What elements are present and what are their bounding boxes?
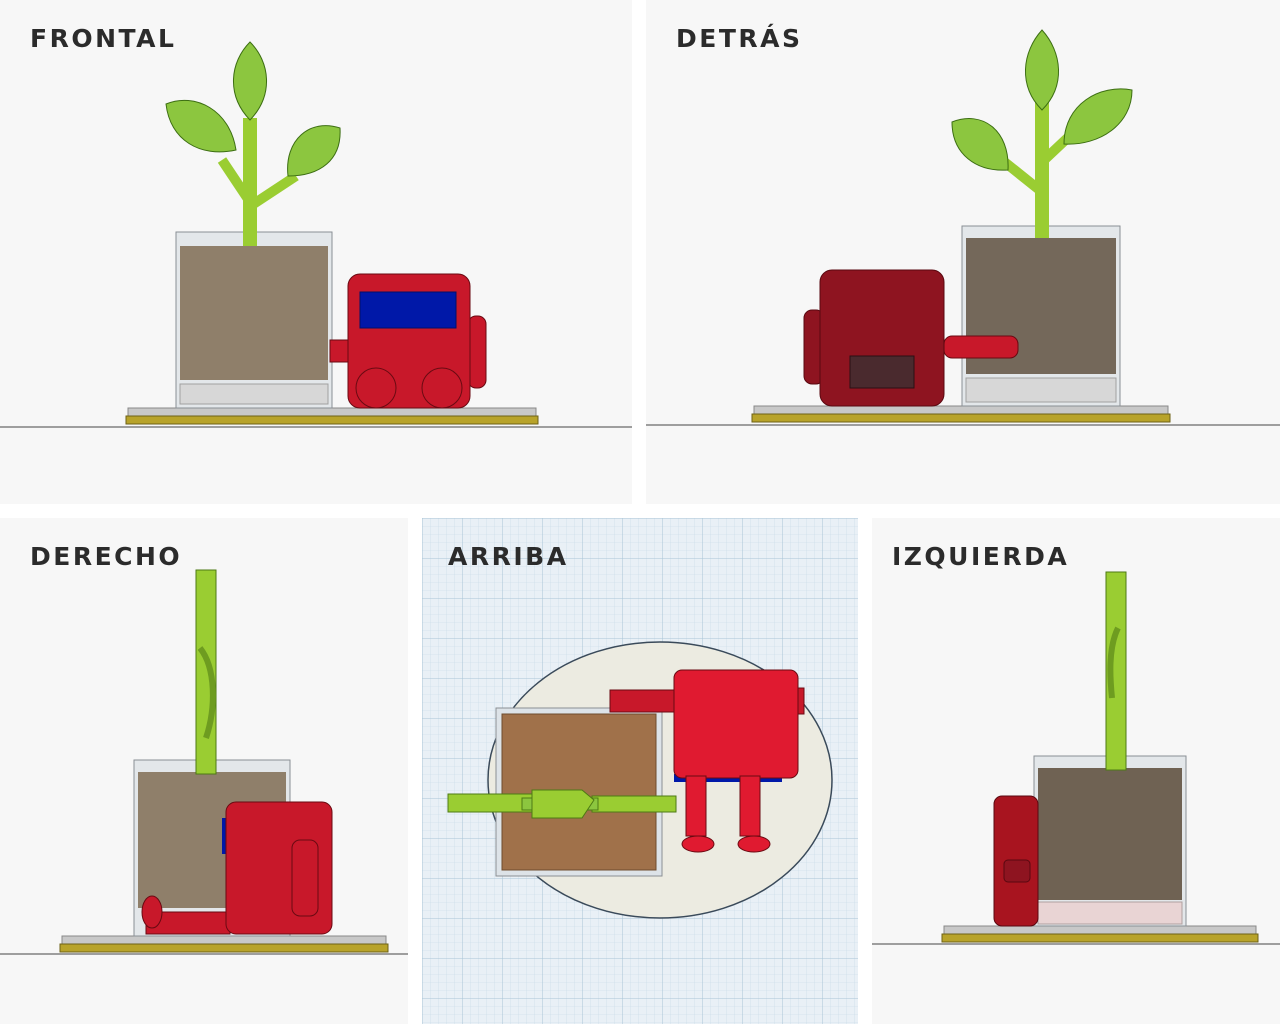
frontal-drawing — [0, 41, 632, 428]
view-label-izquierda: IZQUIERDA — [892, 542, 1070, 571]
base-gold — [125, 415, 539, 425]
left-leaf — [165, 99, 237, 153]
view-izquierda: IZQUIERDA — [872, 518, 1280, 1024]
robot-wheel-left — [355, 367, 397, 409]
view-label-frontal: FRONTAL — [30, 24, 177, 53]
izquierda-drawing — [872, 571, 1280, 945]
pot-soil — [180, 246, 328, 380]
detras-drawing — [646, 29, 1280, 426]
derecho-drawing — [0, 569, 408, 955]
view-detras: DETRÁS — [646, 0, 1280, 504]
robot-screen — [359, 291, 457, 329]
view-arriba: ARRIBA — [422, 518, 858, 1024]
view-derecho: DERECHO — [0, 518, 408, 1024]
view-label-detras: DETRÁS — [676, 24, 803, 53]
view-frontal: FRONTAL — [0, 0, 632, 504]
view-label-derecho: DERECHO — [30, 542, 183, 571]
top-leaf — [233, 41, 267, 121]
robot-wheel-right — [421, 367, 463, 409]
base-plate — [127, 407, 537, 417]
view-label-arriba: ARRIBA — [448, 542, 569, 571]
arriba-drawing — [422, 518, 858, 1024]
right-leaf — [287, 125, 341, 177]
pot-drawer — [179, 383, 329, 405]
robot-side — [467, 315, 487, 389]
